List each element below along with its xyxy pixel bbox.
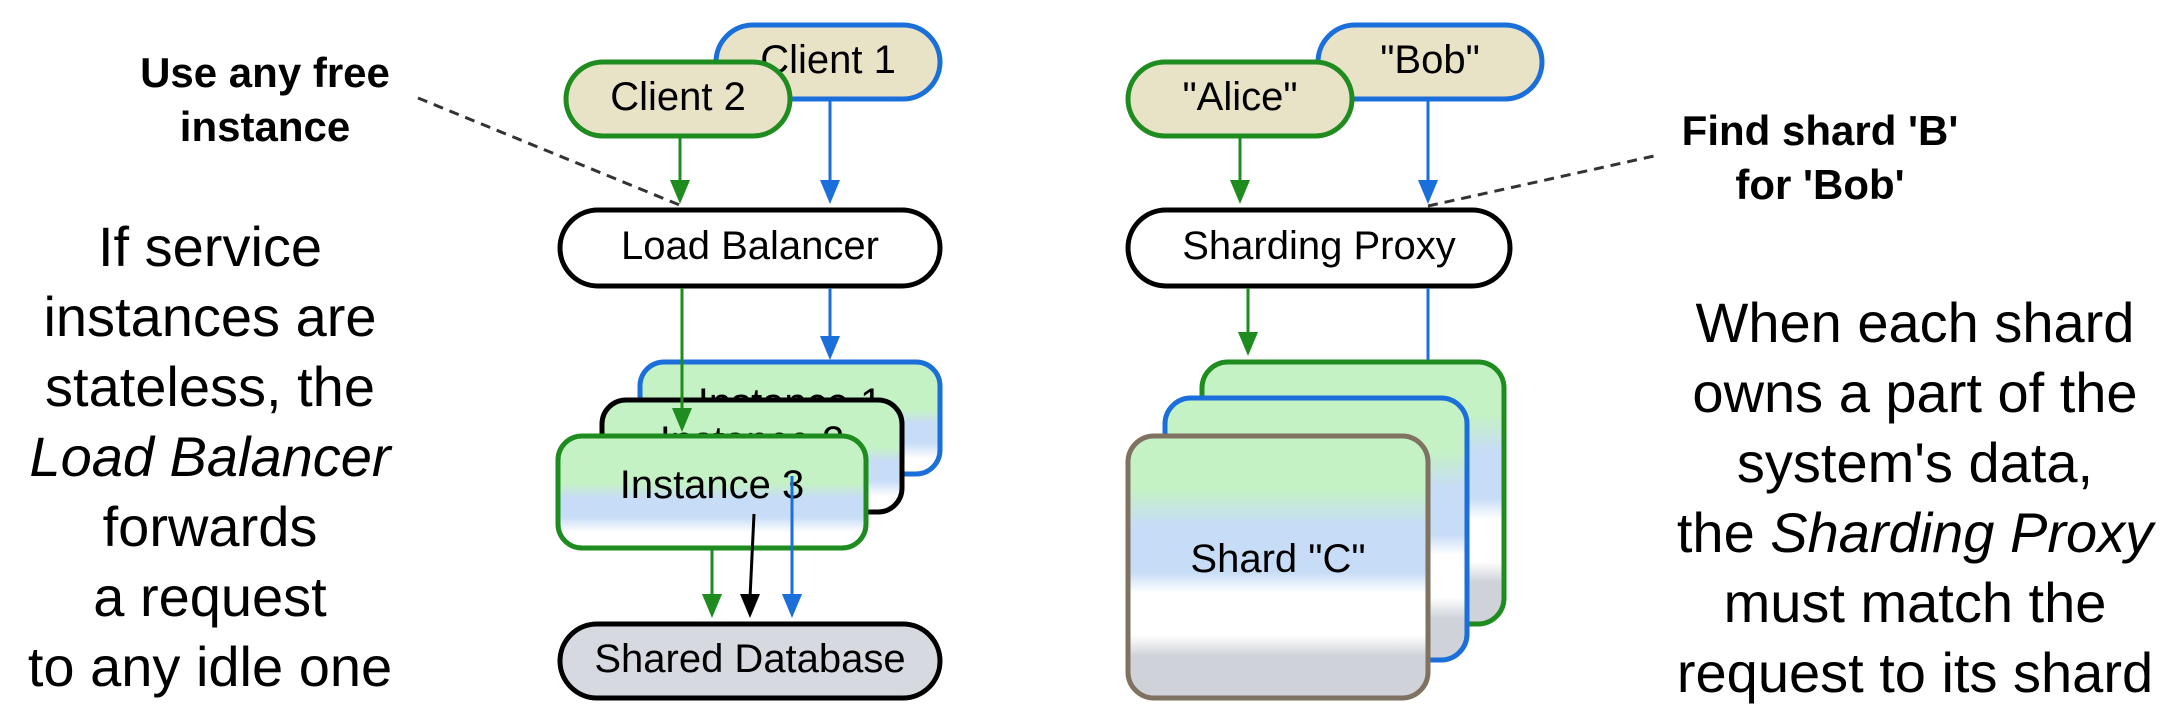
shared-database-label: Shared Database (594, 637, 905, 681)
client-alice-label: "Alice" (1182, 75, 1297, 119)
note-right-line-2: for 'Bob' (1735, 161, 1905, 208)
sharding-proxy-node: Sharding Proxy (1125, 207, 1513, 289)
caption-left-line-3: stateless, the (45, 355, 375, 418)
instance-to-database-arrows (702, 476, 802, 618)
caption-left-line-1: If service (97, 215, 323, 278)
note-right-line-1: Find shard 'B' (1681, 107, 1959, 154)
note-left-line-2: instance (179, 103, 351, 150)
load-balancer-node: Load Balancer (557, 207, 943, 289)
note-connector-left (417, 96, 683, 208)
client-2-node: Client 2 (563, 59, 793, 139)
caption-right-line-5: must match the (1723, 571, 2107, 634)
shard-c-label: Shard "C" (1190, 537, 1365, 581)
note-use-free-instance: Use any free instance (110, 46, 420, 154)
instance-3-node: Instance 3 (555, 433, 869, 551)
shard-c-node: Shard "C" (1125, 433, 1431, 701)
caption-right-line-6: request to its shard (1676, 641, 2154, 704)
caption-left-line-6: a request (93, 565, 327, 628)
client-bob-node: "Bob" (1315, 22, 1545, 102)
caption-left-line-7: to any idle one (27, 635, 393, 698)
caption-left-line-2: instances are (43, 285, 377, 348)
caption-right-line-1: When each shard (1695, 291, 2135, 354)
caption-right-line-3: system's data, (1736, 431, 2094, 494)
caption-left-emphasis: Load Balancer (29, 425, 391, 488)
sharding-proxy-label: Sharding Proxy (1182, 224, 1455, 268)
note-connector-right (1427, 154, 1655, 208)
client-bob-label: "Bob" (1380, 38, 1480, 82)
caption-stateless: If service instances are stateless, the … (10, 212, 410, 702)
caption-right-line-4-prefix: the (1676, 501, 1771, 564)
caption-right-emphasis: Sharding Proxy (1770, 501, 2154, 564)
note-left-line-1: Use any free (140, 49, 390, 96)
client-2-label: Client 2 (610, 75, 746, 119)
caption-right-line-2: owns a part of the (1692, 361, 2138, 424)
note-find-shard: Find shard 'B' for 'Bob' (1640, 104, 2000, 212)
client-alice-node: "Alice" (1125, 59, 1355, 139)
caption-left-line-5: forwards (102, 495, 318, 558)
shared-database-node: Shared Database (557, 621, 943, 701)
balancer-to-instance-green-arrow (672, 288, 692, 432)
client-to-balancer-arrows (670, 100, 840, 204)
load-balancer-label: Load Balancer (621, 224, 879, 268)
caption-sharding: When each shard owns a part of the syste… (1650, 288, 2180, 708)
client-to-proxy-arrows (1230, 100, 1438, 204)
balancer-to-instance-arrows (820, 288, 840, 360)
instance-3-label: Instance 3 (620, 463, 805, 507)
